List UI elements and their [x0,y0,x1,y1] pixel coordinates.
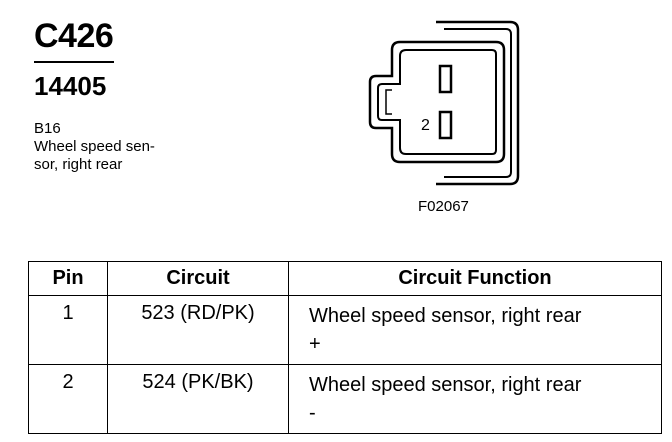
circuit-function-cell: Wheel speed sensor, right rear - [288,364,662,434]
figure-id: F02067 [418,198,469,215]
circuit-function-text: Wheel speed sensor, right rear [309,374,582,396]
pin-cavity-2 [438,110,453,140]
column-header-circuit: Circuit [107,261,289,296]
connector-body-outer [368,40,506,164]
connector-face-drawing [368,20,520,186]
title-underline [34,61,114,63]
connector-id: C426 [34,17,114,55]
connector-rear-housing [436,20,520,186]
connector-rear-housing-inner [444,28,512,178]
pinout-table: Pin Circuit Circuit Function 1 523 (RD/P… [28,261,662,434]
table-row: 2 524 (PK/BK) Wheel speed sensor, right … [28,364,662,434]
table-header-row: Pin Circuit Circuit Function [28,261,662,296]
component-code: B16 [34,120,61,137]
pin-cell: 1 [28,295,108,365]
pin-cavity-1 [438,64,453,94]
column-header-circuit-function: Circuit Function [288,261,662,296]
circuit-polarity: - [309,402,316,424]
circuit-cell: 524 (PK/BK) [107,364,289,434]
connector-latch-tab [385,89,392,115]
pin-cell: 2 [28,364,108,434]
connector-body-inner [377,49,497,155]
part-number: 14405 [34,71,107,101]
pin-number-label: 2 [421,117,430,134]
circuit-function-cell: Wheel speed sensor, right rear + [288,295,662,365]
component-description-line-1: Wheel speed sen- [34,138,155,155]
table-row: 1 523 (RD/PK) Wheel speed sensor, right … [28,295,662,365]
circuit-function-text: Wheel speed sensor, right rear [309,305,582,327]
component-description: B16 Wheel speed sen- sor, right rear [34,120,204,174]
column-header-pin: Pin [28,261,108,296]
circuit-polarity: + [309,333,321,355]
circuit-cell: 523 (RD/PK) [107,295,289,365]
component-description-line-2: sor, right rear [34,156,123,173]
